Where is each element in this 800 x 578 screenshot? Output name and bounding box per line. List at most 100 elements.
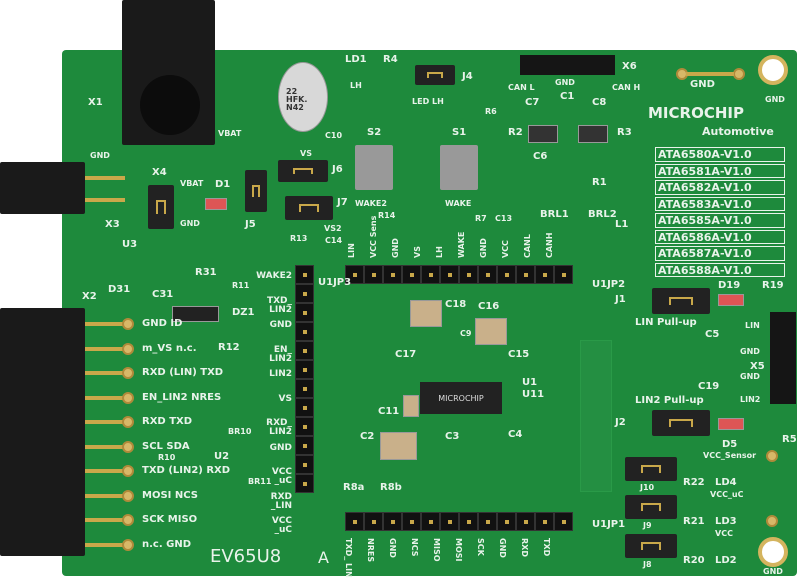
version-label: ATA6580A-V1.0 <box>655 147 785 162</box>
header-pin <box>295 341 314 360</box>
silkscreen-label: DZ1 <box>232 307 255 318</box>
power-jack-opening <box>140 75 200 135</box>
jumper-j8[interactable] <box>625 534 677 558</box>
silkscreen-label: R4 <box>383 54 398 65</box>
button-s1[interactable] <box>440 145 478 190</box>
u1jp3-pin-label: RXD _LIN <box>270 491 292 511</box>
x2-pad <box>122 465 134 477</box>
jumper-j1[interactable] <box>652 288 710 314</box>
jumper-j7[interactable] <box>285 196 333 220</box>
silkscreen-label: GND <box>763 567 783 576</box>
x2-pin <box>85 371 127 375</box>
silkscreen-label: GND <box>555 78 575 87</box>
u1jp3-pin-label: WAKE2 <box>256 271 292 281</box>
header-x5 <box>770 312 796 404</box>
diode <box>718 294 744 306</box>
header-pin <box>295 265 314 284</box>
jumper-j9[interactable] <box>625 495 677 519</box>
header-pin <box>295 303 314 322</box>
jumper-j5[interactable] <box>245 170 267 212</box>
silkscreen-label: C15 <box>508 349 530 360</box>
version-label: ATA6581A-V1.0 <box>655 163 785 178</box>
silkscreen-label: GND <box>180 219 200 228</box>
x2-pin <box>85 469 127 473</box>
silkscreen-label: CAN H <box>612 83 641 92</box>
header-pin <box>383 265 402 284</box>
silkscreen-label: X5 <box>750 361 765 372</box>
silkscreen-label: S2 <box>367 127 382 138</box>
silkscreen-label: VS <box>300 149 312 158</box>
silkscreen-label: C1 <box>560 91 575 102</box>
x2-pin-label: MOSI NCS <box>142 489 198 501</box>
chip-u1: MICROCHIP <box>420 382 502 414</box>
silkscreen-label: R21 <box>683 516 705 527</box>
u1jp1-pin-label: RXD <box>520 538 529 557</box>
x2-pin <box>85 542 127 547</box>
jumper-x4[interactable] <box>148 185 174 229</box>
u1jp2-pin-label: CANL <box>523 234 532 258</box>
x2-pin-label: n.c. GND <box>142 538 192 550</box>
header-pin <box>295 322 314 341</box>
silkscreen-label: C5 <box>705 329 720 340</box>
silkscreen-label: X3 <box>105 219 120 230</box>
u1jp2-pin-label: VCC Sens <box>369 215 378 258</box>
silkscreen-label: J9 <box>643 521 652 530</box>
diode-dz1 <box>172 306 219 322</box>
silkscreen-label: R11 <box>232 281 250 290</box>
x2-pin-label: TXD (LIN2) RXD <box>142 465 231 476</box>
u1jp3-pin-label: VS <box>278 393 292 404</box>
brand-subtitle: Automotive <box>702 125 774 138</box>
diode <box>718 418 744 430</box>
header-pin <box>459 512 478 531</box>
header-pin <box>554 265 573 284</box>
u1jp2-pin-label: CANH <box>545 232 554 258</box>
header-pin <box>440 265 459 284</box>
u1jp1-pin-label: TXD_ LIN <box>344 538 353 578</box>
silkscreen-label: R22 <box>683 477 705 488</box>
silkscreen-label: D1 <box>215 179 231 190</box>
silkscreen-label: LIN Pull-up <box>635 317 697 328</box>
x2-pin <box>85 322 127 326</box>
gnd-pad <box>766 515 778 527</box>
u1jp1-pin-label: GND <box>498 538 507 558</box>
jumper-j4[interactable] <box>415 65 455 85</box>
button-s2[interactable] <box>355 145 393 190</box>
silkscreen-label: GND <box>90 151 110 160</box>
header-pin <box>478 265 497 284</box>
u1jp2-pin-label: LH <box>435 246 444 258</box>
header-pin <box>421 265 440 284</box>
x3-pin <box>85 176 125 180</box>
silkscreen-label: R2 <box>508 127 523 138</box>
silkscreen-label: LED LH <box>412 97 444 106</box>
capacitor <box>403 395 419 417</box>
board-id-suffix: A <box>318 548 329 567</box>
x2-pin <box>85 493 127 498</box>
jumper-j6[interactable] <box>278 160 328 182</box>
x2-pin-label: SCK MISO <box>142 514 198 525</box>
x2-pad <box>122 538 134 551</box>
header-pin <box>516 512 535 531</box>
silkscreen-label: BR10 <box>228 427 252 436</box>
silkscreen-label: X2 <box>82 291 97 302</box>
header-pin <box>295 379 314 398</box>
u1jp3-pin-label: GND <box>269 442 292 453</box>
jumper-j10[interactable] <box>625 457 677 481</box>
x2-pin <box>85 395 127 400</box>
header-pin <box>295 417 314 436</box>
silkscreen-label: VCC_Sensor <box>703 451 757 460</box>
header-x6 <box>520 55 615 75</box>
header-pin <box>345 265 364 284</box>
version-label: ATA6587A-V1.0 <box>655 246 785 261</box>
jumper-j2[interactable] <box>652 410 710 436</box>
header-u1jp2 <box>345 265 573 284</box>
u1jp3-pin-label: VCC _uC <box>271 467 292 486</box>
x2-pad <box>122 391 134 404</box>
silkscreen-label: GND <box>740 372 760 381</box>
silkscreen-label: C2 <box>360 431 375 442</box>
x2-pin-label: GND ID <box>142 318 183 329</box>
x2-pin-label: SCL SDA <box>142 440 190 452</box>
u1jp2-pin-label: GND <box>391 238 400 258</box>
x2-pad <box>122 318 134 330</box>
header-pin <box>295 474 314 493</box>
silkscreen-label: R7 <box>475 214 487 223</box>
